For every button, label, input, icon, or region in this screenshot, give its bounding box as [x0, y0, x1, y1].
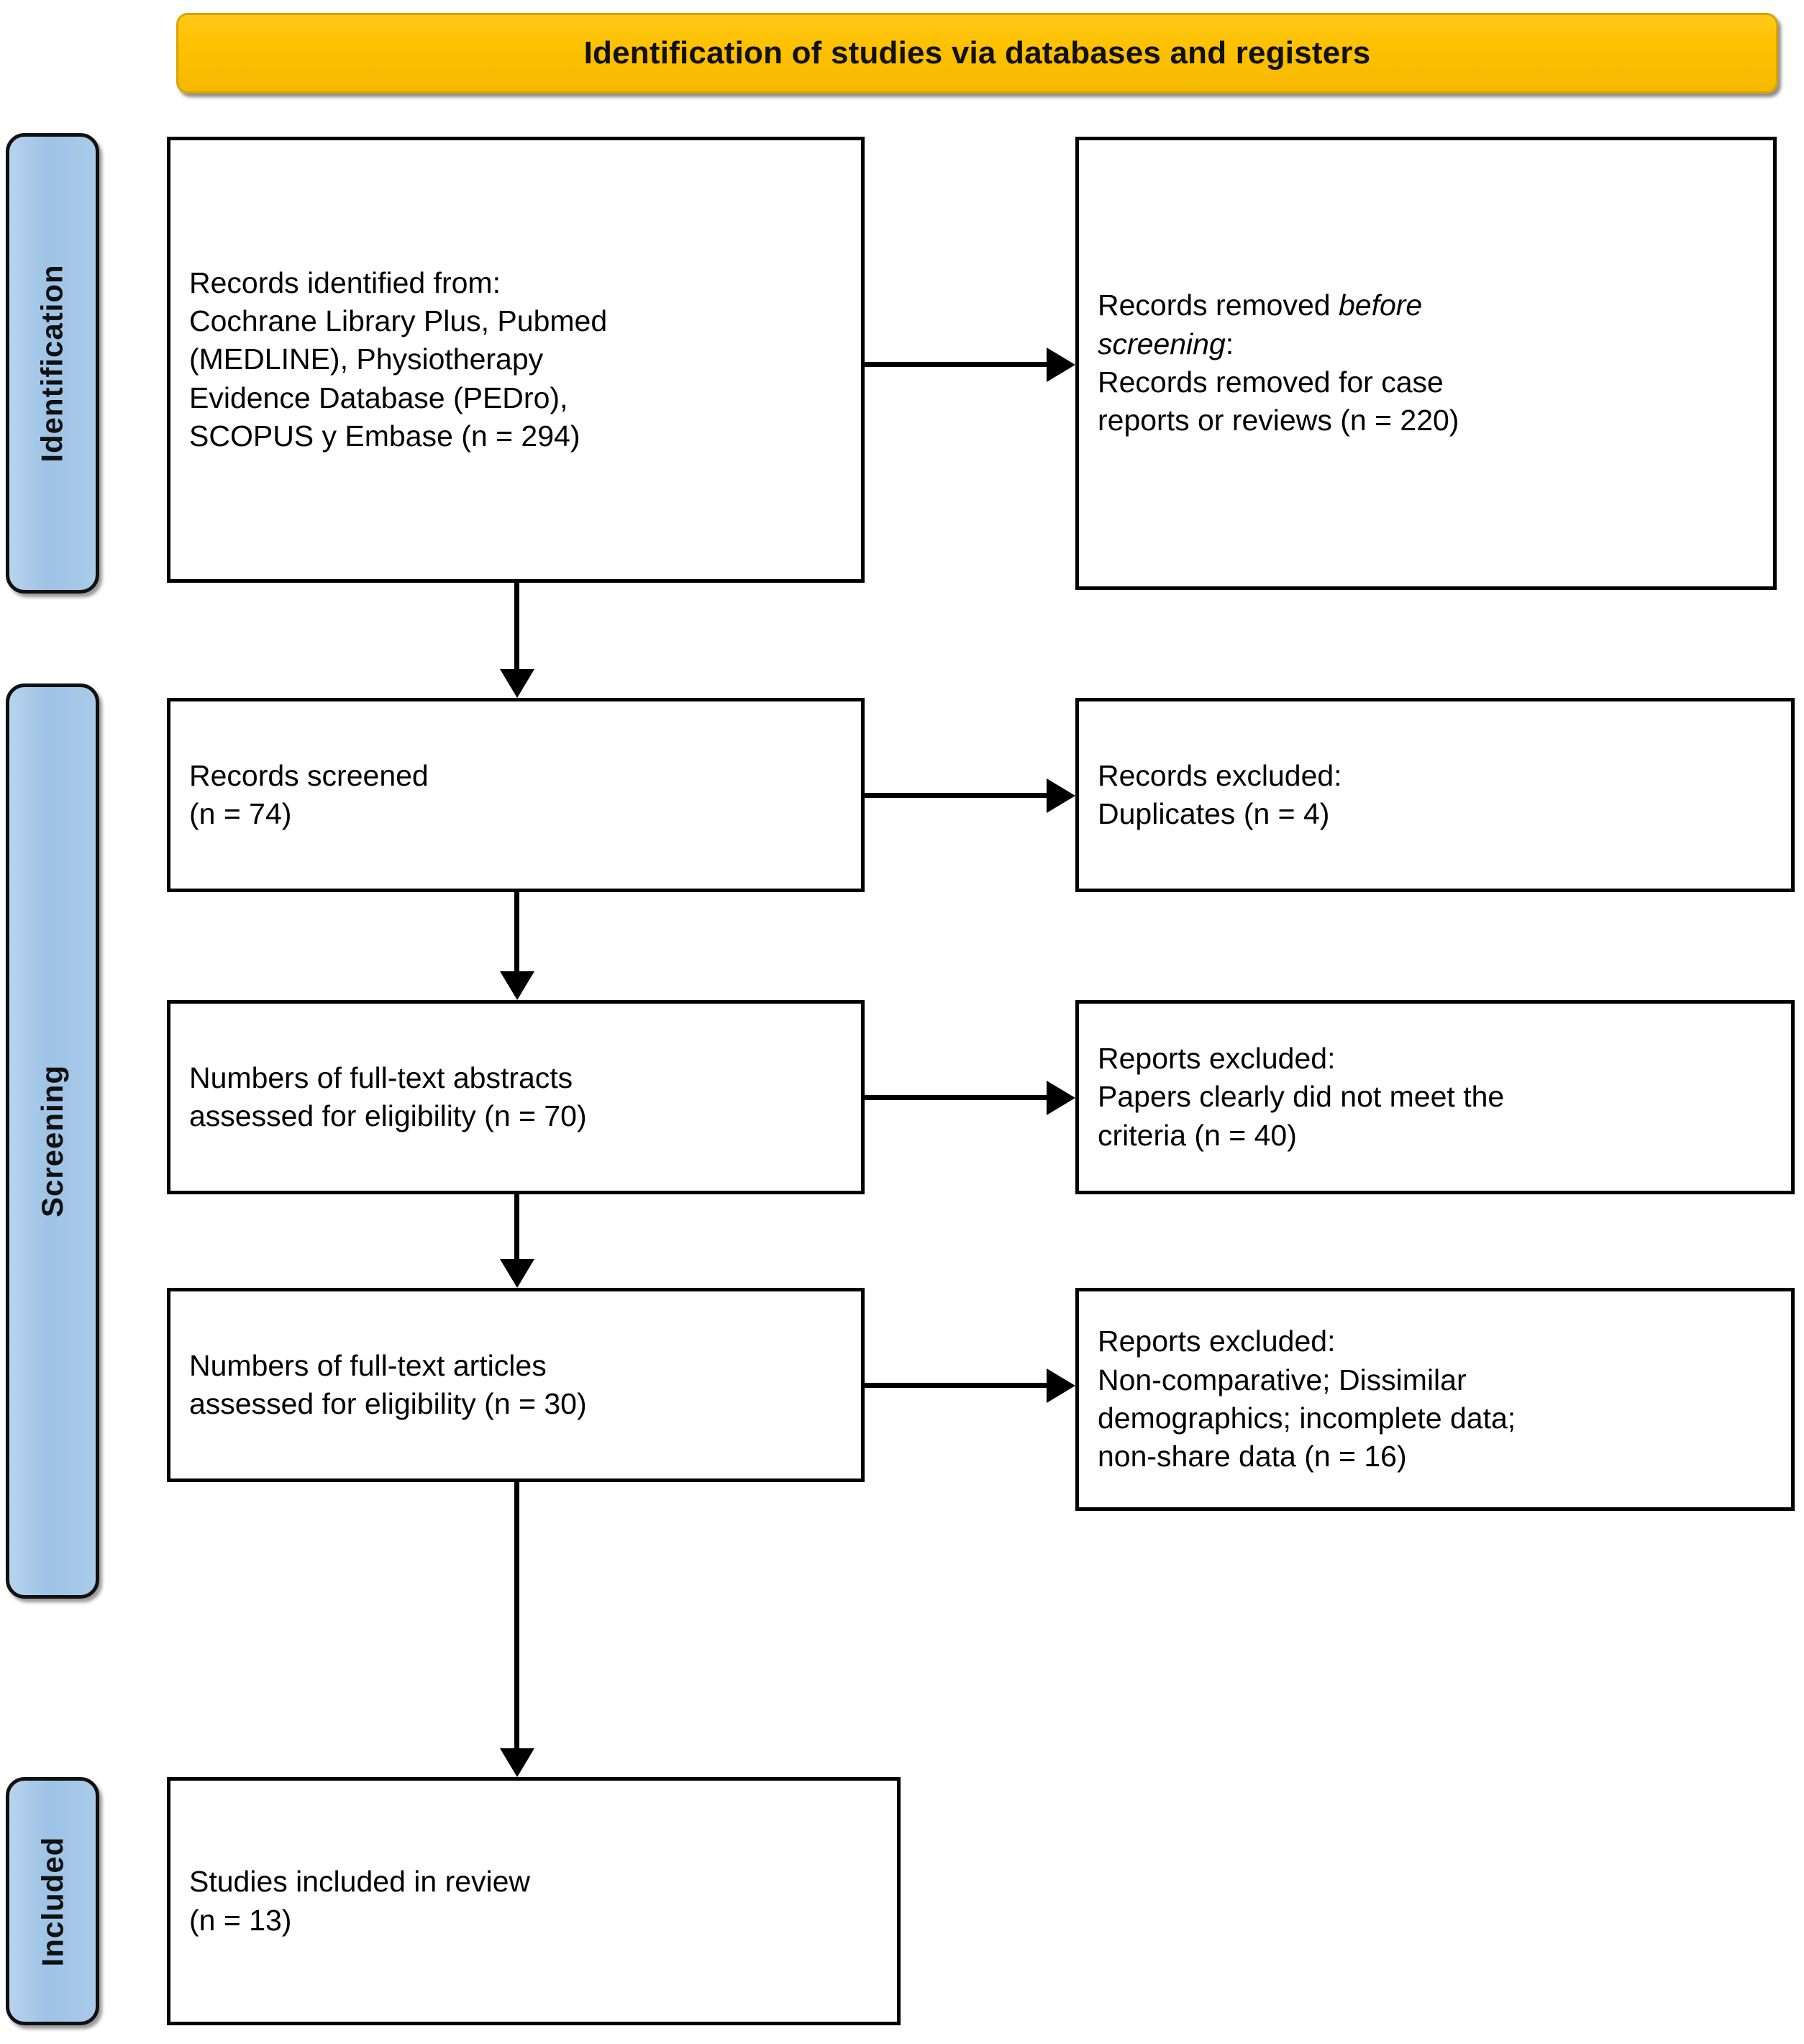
records-identified-line3: (MEDLINE), Physiotherapy	[189, 342, 544, 376]
excluded-criteria-line1: Reports excluded:	[1098, 1042, 1336, 1076]
records-removed-line3: Records removed for case	[1098, 365, 1444, 399]
records-removed-line4: reports or reviews (n = 220)	[1098, 404, 1459, 437]
box-records-removed-before-screening: Records removed before screening: Record…	[1075, 137, 1777, 590]
arrow-head	[500, 1259, 534, 1288]
excluded-criteria-line2: Papers clearly did not meet the	[1098, 1080, 1505, 1114]
arrow-line	[865, 1095, 1047, 1100]
box-records-screened: Records screened (n = 74)	[167, 698, 865, 892]
phase-label-included: Included	[6, 1777, 99, 2025]
excluded-other-line2: Non-comparative; Dissimilar	[1098, 1363, 1467, 1396]
excluded-other-line1: Reports excluded:	[1098, 1325, 1336, 1358]
arrow-head	[500, 1748, 534, 1777]
arrow-head	[500, 971, 534, 1000]
articles-assessed-line2: assessed for eligibility (n = 30)	[189, 1387, 587, 1420]
arrow-line	[514, 1482, 519, 1748]
box-records-excluded-duplicates-text: Records excluded: Duplicates (n = 4)	[1098, 757, 1342, 834]
arrow-line	[514, 583, 519, 669]
phase-label-identification-text: Identification	[35, 264, 69, 463]
box-reports-excluded-other: Reports excluded: Non-comparative; Dissi…	[1075, 1288, 1795, 1511]
articles-assessed-line1: Numbers of full-text articles	[189, 1348, 547, 1382]
arrow-line	[865, 793, 1047, 798]
records-identified-line1: Records identified from:	[189, 265, 501, 299]
records-identified-line4: Evidence Database (PEDro),	[189, 381, 568, 414]
phase-label-screening-text: Screening	[35, 1064, 70, 1218]
excluded-other-line4: non-share data (n = 16)	[1098, 1440, 1407, 1473]
box-records-screened-text: Records screened (n = 74)	[189, 757, 429, 834]
arrow-head	[500, 669, 534, 698]
records-identified-line2: Cochrane Library Plus, Pubmed	[189, 304, 608, 338]
records-removed-line1-emphasis: before	[1338, 289, 1423, 322]
box-records-identified-text: Records identified from: Cochrane Librar…	[189, 264, 607, 455]
box-articles-assessed-text: Numbers of full-text articles assessed f…	[189, 1347, 587, 1424]
box-records-excluded-duplicates: Records excluded: Duplicates (n = 4)	[1075, 698, 1795, 892]
arrow-head	[1047, 1368, 1075, 1403]
records-screened-line2: (n = 74)	[189, 797, 292, 830]
excluded-duplicates-line2: Duplicates (n = 4)	[1098, 797, 1330, 830]
arrow-line	[865, 1383, 1047, 1388]
box-records-identified: Records identified from: Cochrane Librar…	[167, 137, 865, 583]
arrow-head	[1047, 778, 1075, 813]
box-abstracts-assessed: Numbers of full-text abstracts assessed …	[167, 1000, 865, 1194]
box-studies-included: Studies included in review (n = 13)	[167, 1777, 901, 2025]
abstracts-assessed-line1: Numbers of full-text abstracts	[189, 1060, 573, 1094]
phase-label-included-text: Included	[35, 1836, 69, 1966]
box-reports-excluded-criteria-text: Reports excluded: Papers clearly did not…	[1098, 1040, 1504, 1155]
records-screened-line1: Records screened	[189, 758, 429, 792]
box-reports-excluded-other-text: Reports excluded: Non-comparative; Dissi…	[1098, 1322, 1516, 1476]
phase-label-screening: Screening	[6, 683, 99, 1599]
excluded-other-line3: demographics; incomplete data;	[1098, 1402, 1516, 1435]
box-studies-included-text: Studies included in review (n = 13)	[189, 1863, 530, 1940]
records-removed-line2-suffix: :	[1225, 327, 1234, 360]
header-banner: Identification of studies via databases …	[176, 13, 1778, 94]
records-identified-line5: SCOPUS y Embase (n = 294)	[189, 419, 580, 453]
arrow-line	[514, 1194, 519, 1259]
box-records-removed-text: Records removed before screening: Record…	[1098, 286, 1459, 440]
arrow-head	[1047, 348, 1075, 382]
abstracts-assessed-line2: assessed for eligibility (n = 70)	[189, 1099, 587, 1132]
header-banner-title: Identification of studies via databases …	[583, 35, 1371, 71]
arrow-line	[865, 362, 1047, 367]
records-removed-line2-emphasis: screening	[1098, 327, 1226, 360]
box-articles-assessed: Numbers of full-text articles assessed f…	[167, 1288, 865, 1482]
studies-included-line2: (n = 13)	[189, 1903, 292, 1937]
arrow-line	[514, 892, 519, 971]
box-abstracts-assessed-text: Numbers of full-text abstracts assessed …	[189, 1059, 587, 1136]
excluded-duplicates-line1: Records excluded:	[1098, 758, 1342, 792]
arrow-head	[1047, 1081, 1075, 1115]
box-reports-excluded-criteria: Reports excluded: Papers clearly did not…	[1075, 1000, 1795, 1194]
studies-included-line1: Studies included in review	[189, 1865, 531, 1899]
records-removed-line1-prefix: Records removed	[1098, 289, 1339, 322]
phase-label-identification: Identification	[6, 133, 99, 594]
excluded-criteria-line3: criteria (n = 40)	[1098, 1118, 1297, 1152]
